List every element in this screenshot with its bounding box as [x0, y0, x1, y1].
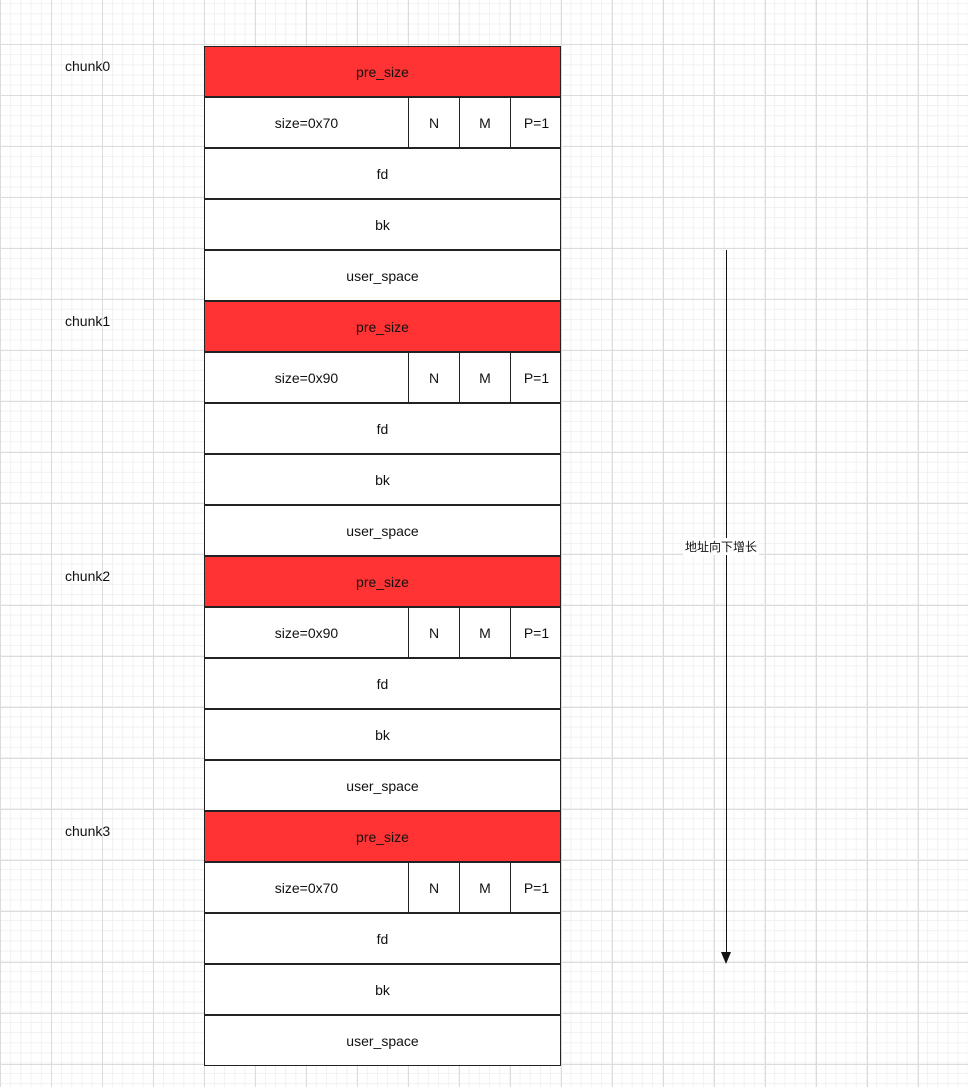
size-field: size=0x90	[205, 608, 409, 657]
bk-field: bk	[204, 709, 561, 760]
address-growth-arrow-line	[726, 250, 727, 955]
n-flag: N	[409, 608, 460, 657]
chunk-label-1: chunk1	[65, 313, 111, 329]
bk-field: bk	[204, 454, 561, 505]
bk-field: bk	[204, 964, 561, 1015]
fd-field: fd	[204, 913, 561, 964]
pre-size-field: pre_size	[204, 811, 561, 862]
size-row: size=0x70 N M P=1	[204, 97, 561, 148]
size-field: size=0x70	[205, 863, 409, 912]
user-space-field: user_space	[204, 760, 561, 811]
user-space-field: user_space	[204, 1015, 561, 1066]
arrow-down-icon	[721, 952, 731, 964]
chunk-label-3: chunk3	[65, 823, 111, 839]
size-row: size=0x90 N M P=1	[204, 607, 561, 658]
user-space-field: user_space	[204, 250, 561, 301]
p-flag: P=1	[523, 369, 550, 386]
user-space-field: user_space	[204, 505, 561, 556]
bk-field: bk	[204, 199, 561, 250]
chunk-label-2: chunk2	[65, 568, 111, 584]
pre-size-field: pre_size	[204, 46, 561, 97]
fd-field: fd	[204, 403, 561, 454]
pre-size-field: pre_size	[204, 301, 561, 352]
p-flag: P=1	[523, 624, 550, 641]
n-flag: N	[409, 353, 460, 402]
pre-size-field: pre_size	[204, 556, 561, 607]
size-row: size=0x90 N M P=1	[204, 352, 561, 403]
size-field: size=0x90	[205, 353, 409, 402]
m-flag: M	[460, 353, 511, 402]
p-flag: P=1	[523, 879, 550, 896]
p-flag: P=1	[523, 114, 550, 131]
chunk-label-0: chunk0	[65, 58, 111, 74]
n-flag: N	[409, 98, 460, 147]
address-growth-label: 地址向下增长	[683, 538, 760, 555]
fd-field: fd	[204, 658, 561, 709]
n-flag: N	[409, 863, 460, 912]
m-flag: M	[460, 98, 511, 147]
size-row: size=0x70 N M P=1	[204, 862, 561, 913]
m-flag: M	[460, 608, 511, 657]
m-flag: M	[460, 863, 511, 912]
fd-field: fd	[204, 148, 561, 199]
size-field: size=0x70	[205, 98, 409, 147]
